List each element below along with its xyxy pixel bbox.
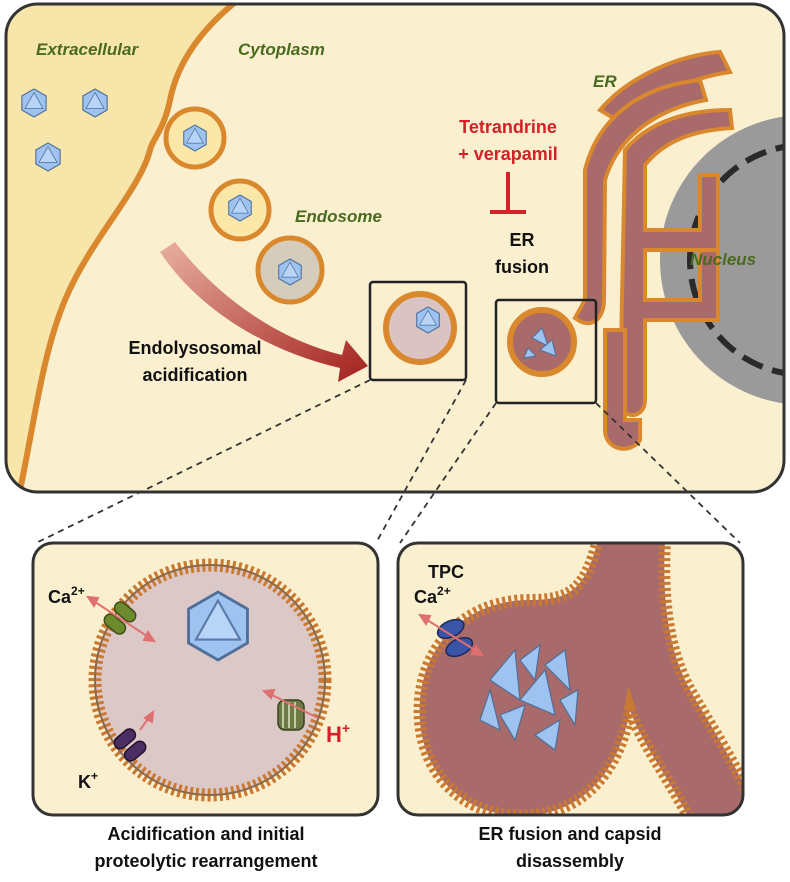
- panel-acidification: Ca2+ K+ H+: [31, 541, 380, 817]
- label-ca-right: Ca2+: [414, 584, 451, 607]
- label-nucleus: Nucleus: [690, 250, 756, 269]
- virus-capsids: [21, 88, 440, 334]
- lysosome-membrane-core: [94, 564, 326, 796]
- capsid-fragment-6: [519, 643, 541, 682]
- label-drug-line1: Tetrandrine: [459, 117, 557, 137]
- plasma-membrane: [15, 4, 240, 492]
- label-ca-left: Ca2+: [48, 584, 85, 607]
- capsid-fragment-7: [559, 688, 579, 727]
- capsid-fragment-0: [489, 648, 521, 702]
- cell-border: [4, 2, 786, 494]
- er-membrane-right: [658, 543, 743, 815]
- capsid-icon-3: [183, 124, 207, 152]
- cell-diagram: Extracellular Cytoplasm Endosome ER Nucl…: [4, 2, 786, 494]
- panel-right-border: [396, 541, 745, 817]
- caption-right-line1: ER fusion and capsid: [478, 824, 661, 844]
- capsid-icon-6: [416, 306, 440, 334]
- capsid-icon-0: [21, 88, 47, 118]
- capsid-large-icon: [187, 590, 249, 662]
- capsid-icon-4: [228, 194, 252, 222]
- zoom-box-er-fusion: [494, 298, 598, 405]
- label-tpc: TPC: [428, 562, 464, 582]
- capsid-fragment-5: [479, 687, 501, 732]
- capsid-fragment-3: [533, 718, 561, 752]
- fused-membrane-outer: [413, 543, 696, 815]
- potassium-channel: [113, 728, 147, 762]
- nuclear-envelope: [687, 142, 784, 378]
- endoplasmic-reticulum: [572, 49, 735, 451]
- er-fused-compartment: [419, 543, 743, 815]
- zoom-box-acidification: [368, 280, 468, 382]
- caption-left-line1: Acidification and initial: [107, 824, 304, 844]
- label-k: K+: [78, 769, 98, 792]
- capsid-icon-5: [278, 258, 302, 286]
- lysosome-lumen: [95, 565, 325, 795]
- capsid-icon-2: [35, 142, 61, 172]
- label-drug-line2: + verapamil: [458, 144, 558, 164]
- capsid-fragment-1: [519, 668, 556, 717]
- acidification-arrow: [160, 242, 368, 382]
- panel-er-fusion: TPC Ca2+: [396, 541, 745, 817]
- label-extracellular: Extracellular: [36, 40, 139, 59]
- label-acid-line1: Endolysosomal: [128, 338, 261, 358]
- capsid-fragment-4: [544, 648, 571, 692]
- label-h: H+: [326, 720, 350, 747]
- extracellular-region: [6, 4, 238, 492]
- label-cytoplasm: Cytoplasm: [238, 40, 325, 59]
- zoom-connectors: [35, 379, 741, 544]
- label-er: ER: [593, 72, 617, 91]
- caption-right-line2: disassembly: [516, 851, 624, 871]
- caption-left-line2: proteolytic rearrangement: [94, 851, 317, 871]
- capsid-fragment-top-2: [523, 347, 538, 359]
- capsid-intact: [187, 590, 249, 662]
- capsid-fragments: [479, 327, 579, 752]
- nucleus: [660, 115, 784, 405]
- label-er-fusion-line1: ER: [509, 230, 534, 250]
- label-er-fusion-line2: fusion: [495, 257, 549, 277]
- calcium-channel: [103, 601, 137, 635]
- panel-left-border: [31, 541, 380, 817]
- capsid-icon-1: [82, 88, 108, 118]
- ion-arrows-right: [417, 613, 485, 657]
- tpc-channel: [436, 618, 474, 658]
- capsid-fragment-2: [499, 703, 526, 742]
- capsid-fragment-top-0: [531, 327, 549, 347]
- label-endosome: Endosome: [295, 207, 382, 226]
- ion-arrows-left: [85, 595, 319, 731]
- capsid-fragment-top-1: [539, 339, 557, 357]
- label-acid-line2: acidification: [142, 365, 247, 385]
